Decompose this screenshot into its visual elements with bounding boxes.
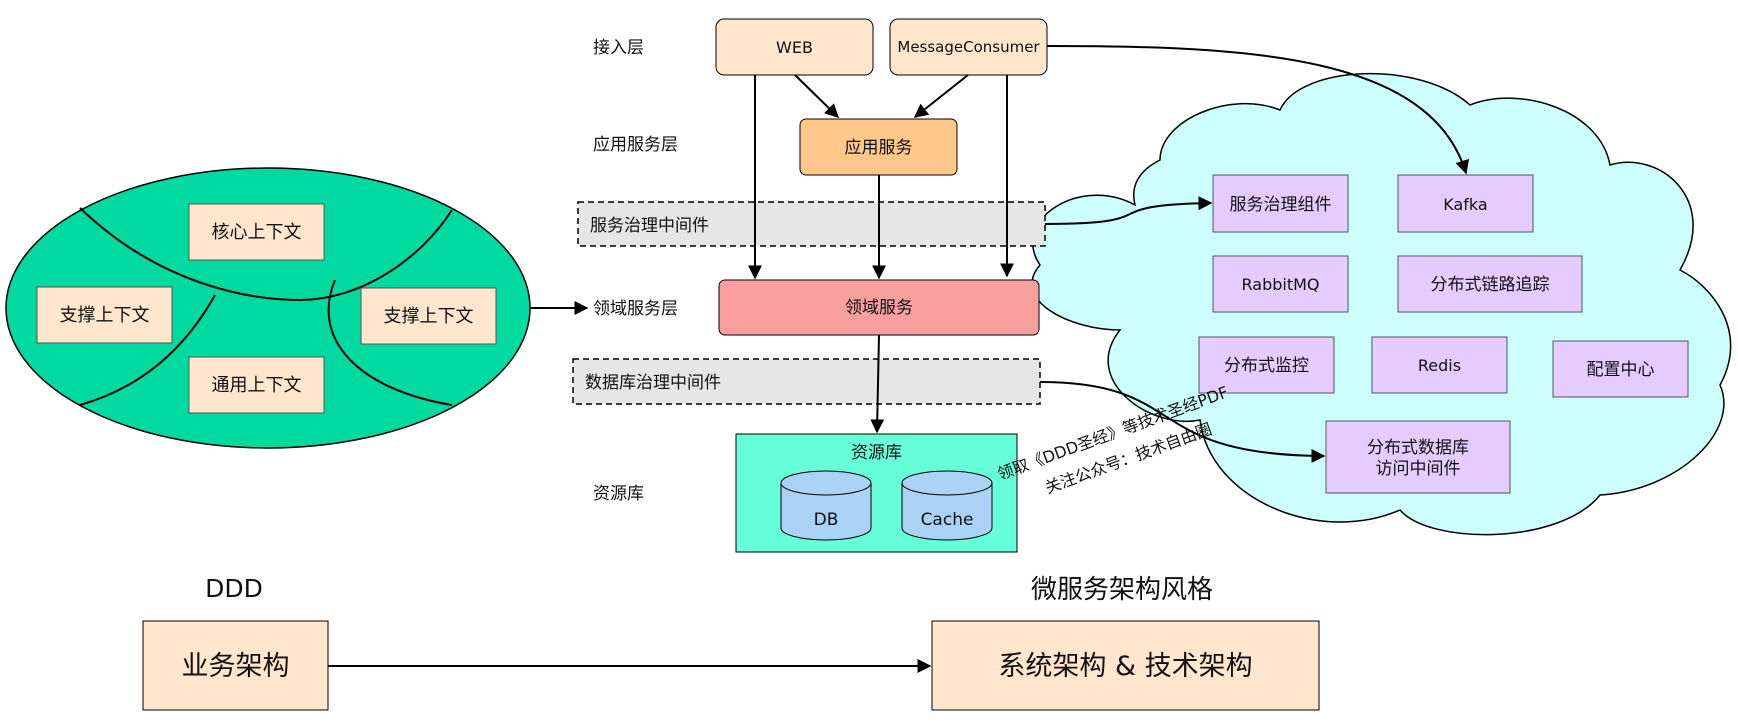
layer-label-access: 接入层 — [593, 38, 644, 58]
tracing-box: 分布式链路追踪 — [1397, 255, 1583, 313]
config-center-box: 配置中心 — [1552, 340, 1689, 398]
cache-label: Cache — [921, 510, 974, 530]
redis-box: Redis — [1371, 336, 1508, 394]
connector-arrows — [328, 45, 1469, 673]
message-consumer-label: MessageConsumer — [897, 38, 1040, 56]
generic-context-box: 通用上下文 — [188, 356, 325, 414]
tracing-label: 分布式链路追踪 — [1431, 275, 1550, 295]
core-context-label: 核心上下文 — [212, 222, 302, 243]
config-center-label: 配置中心 — [1587, 360, 1655, 380]
cache-cylinder: Cache — [901, 470, 993, 541]
support-context-right-label: 支撑上下文 — [384, 306, 474, 327]
layer-label-app-service: 应用服务层 — [593, 135, 678, 155]
service-gov-middleware-label: 服务治理中间件 — [590, 216, 709, 236]
web-box: WEB — [715, 18, 874, 76]
monitoring-label: 分布式监控 — [1224, 356, 1309, 376]
bounded-contexts-ellipse — [5, 167, 531, 449]
rabbitmq-label: RabbitMQ — [1242, 275, 1320, 294]
db-cylinder: DB — [780, 470, 872, 541]
service-gov-component-box: 服务治理组件 — [1212, 174, 1349, 233]
app-service-label: 应用服务 — [845, 138, 913, 158]
support-context-left-label: 支撑上下文 — [60, 305, 150, 326]
generic-context-label: 通用上下文 — [212, 375, 302, 396]
web-label: WEB — [776, 38, 813, 57]
support-context-right-box: 支撑上下文 — [360, 287, 497, 345]
kafka-label: Kafka — [1443, 195, 1487, 214]
db-label: DB — [814, 510, 839, 530]
service-gov-component-label: 服务治理组件 — [1230, 195, 1332, 215]
infrastructure-cloud — [1031, 73, 1732, 536]
support-context-left-box: 支撑上下文 — [36, 286, 173, 344]
system-arch-label: 系统架构 & 技术架构 — [998, 651, 1252, 682]
ddd-label: DDD — [205, 574, 263, 603]
domain-service-box: 领域服务 — [718, 279, 1040, 336]
db-gov-middleware-box: 数据库治理中间件 — [572, 358, 1041, 405]
core-context-box: 核心上下文 — [188, 203, 325, 261]
app-service-box: 应用服务 — [799, 118, 958, 176]
kafka-box: Kafka — [1397, 174, 1534, 233]
db-access-middleware-box: 分布式数据库 访问中间件 — [1325, 420, 1511, 494]
message-consumer-box: MessageConsumer — [889, 18, 1048, 76]
layer-label-resource: 资源库 — [593, 484, 644, 504]
service-gov-middleware-box: 服务治理中间件 — [577, 201, 1046, 247]
system-arch-box: 系统架构 & 技术架构 — [931, 620, 1320, 711]
rabbitmq-box: RabbitMQ — [1212, 255, 1349, 313]
domain-service-label: 领域服务 — [845, 298, 913, 318]
db-access-line2: 访问中间件 — [1376, 459, 1461, 479]
redis-label: Redis — [1418, 356, 1461, 375]
business-arch-box: 业务架构 — [142, 620, 329, 711]
resource-repo-title: 资源库 — [851, 443, 902, 463]
db-access-line1: 分布式数据库 — [1367, 438, 1469, 458]
monitoring-box: 分布式监控 — [1198, 336, 1335, 394]
microservice-style-label: 微服务架构风格 — [1031, 575, 1213, 605]
db-gov-middleware-label: 数据库治理中间件 — [585, 373, 721, 393]
business-arch-label: 业务架构 — [182, 651, 290, 682]
layer-label-domain-service: 领域服务层 — [593, 299, 678, 319]
